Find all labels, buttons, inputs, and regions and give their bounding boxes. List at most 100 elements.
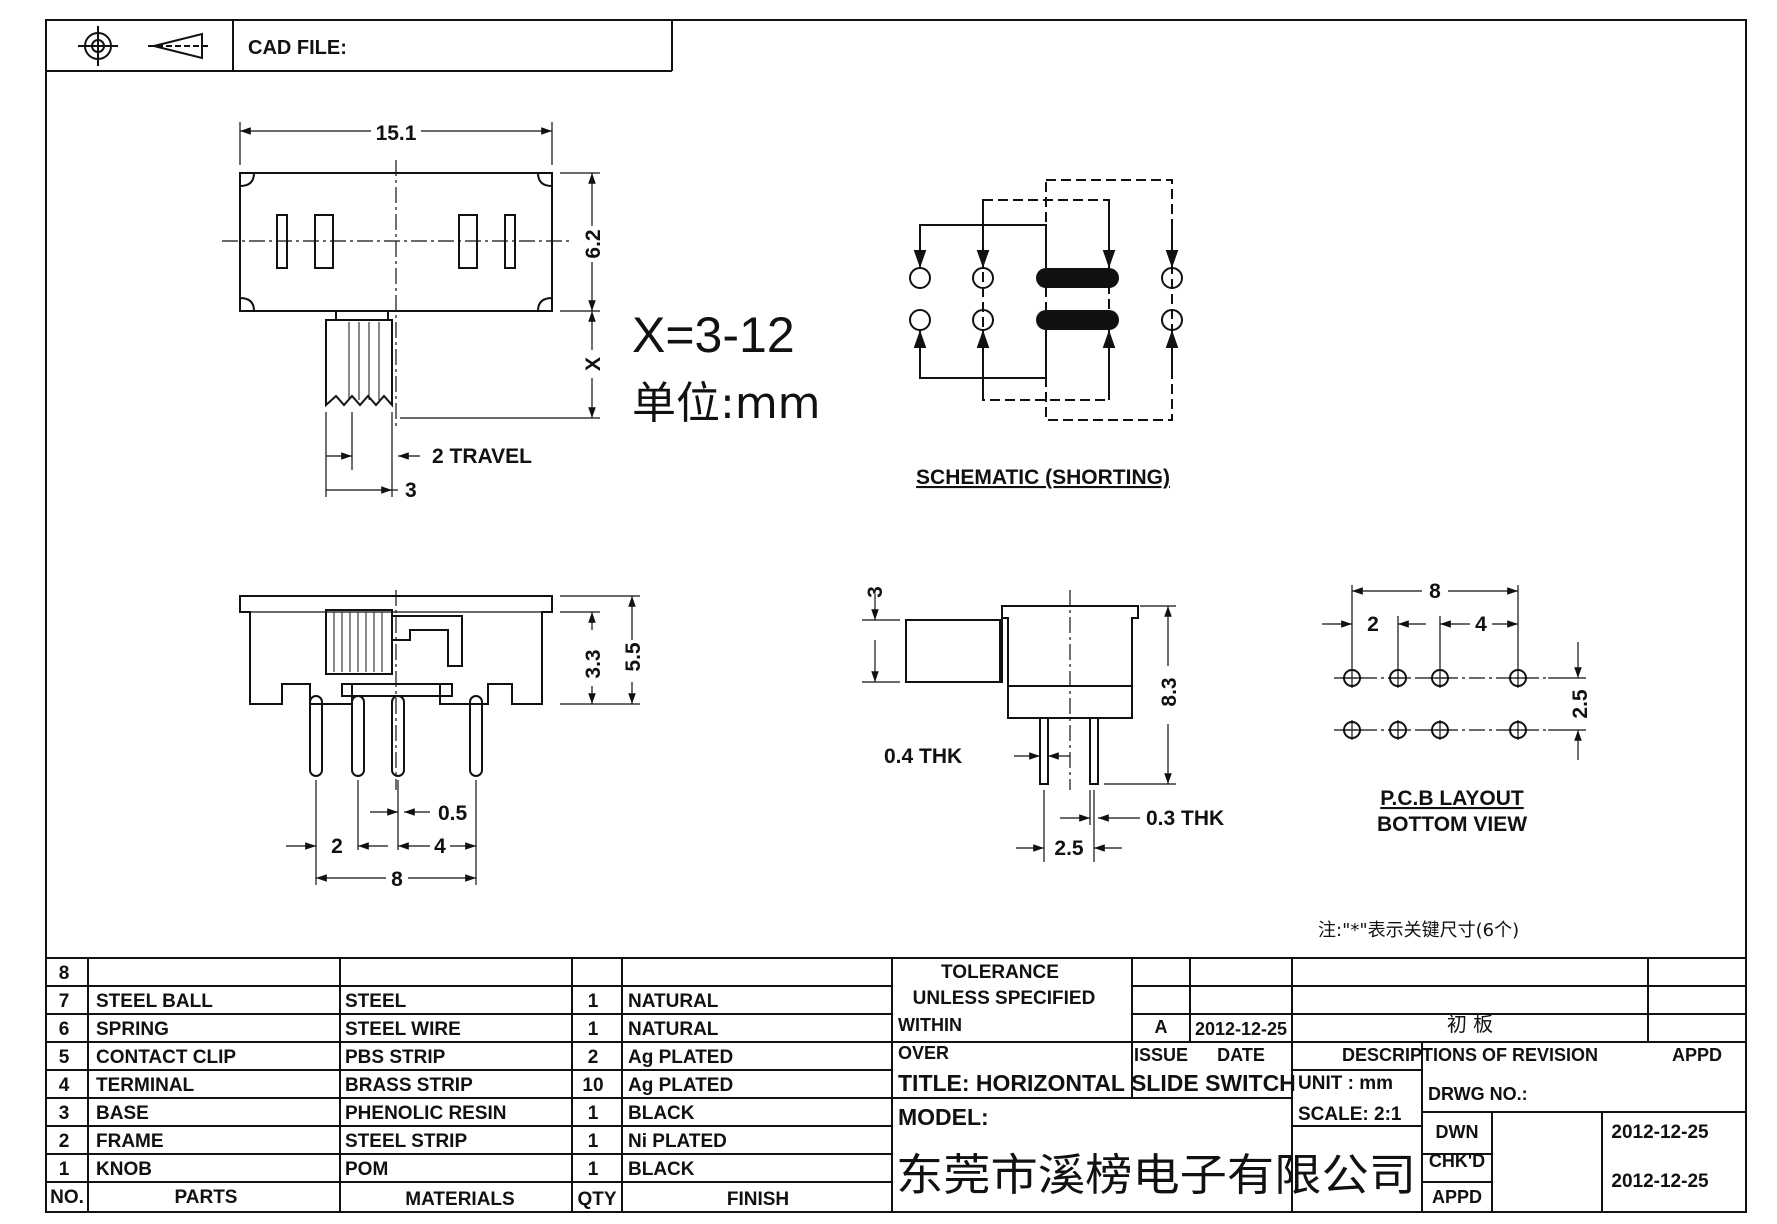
bom-no: 2: [59, 1131, 70, 1152]
chkd-date: 2012-12-25: [1611, 1171, 1709, 1192]
bom-part: SPRING: [96, 1019, 169, 1040]
bom-material: BRASS STRIP: [345, 1075, 473, 1096]
pcb-row-label: 2.5: [1569, 689, 1592, 719]
dim-pin-thk-label: 0.3 THK: [1146, 807, 1224, 830]
bom-material: PHENOLIC RESIN: [345, 1103, 507, 1124]
bom-finish: Ag PLATED: [628, 1047, 733, 1068]
pcb-layout: [1322, 585, 1586, 760]
bom-finish: NATURAL: [628, 1019, 719, 1040]
col-no: NO.: [50, 1187, 84, 1208]
bom-no: 8: [59, 963, 70, 984]
top-view: [222, 122, 600, 497]
bom-qty: 2: [588, 1047, 599, 1068]
pcb-dim-b-label: 4: [1475, 613, 1487, 636]
bom-finish: Ag PLATED: [628, 1075, 733, 1096]
dim-side-height-label: 8.3: [1158, 677, 1181, 706]
dim-pin-width-label: 0.5: [438, 802, 468, 825]
bom-no: 1: [59, 1159, 70, 1180]
dim-body-height-label: 3.3: [582, 649, 605, 678]
company-name: 东莞市溪榜电子有限公司: [896, 1150, 1416, 1201]
table-row: 2 FRAME STEEL STRIP 1 Ni PLATED: [59, 1131, 727, 1152]
bom-part: TERMINAL: [96, 1075, 195, 1096]
table-row: 4 TERMINAL BRASS STRIP 10 Ag PLATED: [59, 1075, 733, 1096]
issue-value: A: [1155, 1017, 1168, 1037]
drwg-no-label: DRWG NO.:: [1428, 1084, 1528, 1104]
pcb-span-label: 8: [1429, 580, 1441, 603]
bom-no: 4: [59, 1075, 70, 1096]
unit-note-label: 单位:mm: [632, 378, 821, 429]
projection-symbol-icon: [78, 26, 210, 66]
key-dimension-note: 注:"*"表示关键尺寸(6个): [1318, 920, 1519, 941]
appd-sign-label: APPD: [1432, 1187, 1482, 1207]
table-row: 3 BASE PHENOLIC RESIN 1 BLACK: [59, 1103, 695, 1124]
pcb-title: P.C.B LAYOUT: [1380, 787, 1524, 810]
bom-finish: NATURAL: [628, 991, 719, 1012]
tolerance-line1: TOLERANCE: [941, 962, 1059, 983]
bom-finish: Ni PLATED: [628, 1131, 727, 1152]
bom-material: PBS STRIP: [345, 1047, 446, 1068]
bom-part: BASE: [96, 1103, 149, 1124]
issue-label: ISSUE: [1134, 1045, 1188, 1065]
date-value: 2012-12-25: [1195, 1019, 1287, 1039]
schematic-diagram: [909, 179, 1183, 421]
col-finish: FINISH: [727, 1189, 789, 1210]
dim-total-height-label: 5.5: [622, 642, 645, 672]
bom-no: 5: [59, 1047, 70, 1068]
table-row: 5 CONTACT CLIP PBS STRIP 2 Ag PLATED: [59, 1047, 733, 1068]
bom-no: 6: [59, 1019, 70, 1040]
dim-frame-thk-label: 0.4 THK: [884, 745, 962, 768]
bom-qty: 1: [588, 1019, 599, 1040]
scale-label: SCALE: 2:1: [1298, 1104, 1402, 1125]
bom-part: KNOB: [96, 1159, 152, 1180]
dim-pitch-b-label: 4: [434, 835, 446, 858]
table-header-row: NO. PARTS MATERIALS QTY FINISH: [50, 1187, 789, 1210]
bom-qty: 1: [588, 991, 599, 1012]
side-view: [862, 590, 1176, 862]
dim-pin-spacing-label: 2.5: [1054, 837, 1084, 860]
table-row: 7 STEEL BALL STEEL 1 NATURAL: [59, 991, 719, 1012]
bom-material: STEEL STRIP: [345, 1131, 467, 1152]
col-qty: QTY: [577, 1189, 616, 1210]
within-label: WITHIN: [898, 1015, 962, 1035]
bom-no: 3: [59, 1103, 70, 1124]
bom-qty: 10: [582, 1075, 603, 1096]
table-row: 1 KNOB POM 1 BLACK: [59, 1159, 695, 1180]
table-row: 6 SPRING STEEL WIRE 1 NATURAL: [59, 1019, 719, 1040]
cad-file-label: CAD FILE:: [248, 37, 347, 59]
over-label: OVER: [898, 1043, 949, 1063]
bom-part: CONTACT CLIP: [96, 1047, 236, 1068]
dim-span-label: 8: [391, 868, 403, 891]
bom-finish: BLACK: [628, 1103, 695, 1124]
dim-side-knob-label: 3: [864, 586, 887, 598]
schematic-title: SCHEMATIC (SHORTING): [916, 466, 1170, 489]
col-parts: PARTS: [175, 1187, 238, 1208]
dim-knob-width-label: 3: [405, 479, 417, 502]
bom-rows: 8 7 STEEL BALL STEEL 1 NATURAL 6 SPRING …: [50, 963, 789, 1210]
appd-label: APPD: [1672, 1045, 1722, 1065]
tolerance-line2: UNLESS SPECIFIED: [913, 988, 1096, 1009]
col-materials: MATERIALS: [405, 1189, 514, 1210]
bom-material: STEEL: [345, 991, 407, 1012]
revision-description: 初 板: [1447, 1012, 1493, 1036]
drawing-title: TITLE: HORIZONTAL SLIDE SWITCH: [898, 1070, 1296, 1096]
bom-qty: 1: [588, 1103, 599, 1124]
dim-travel-label: 2 TRAVEL: [432, 445, 532, 468]
front-view: [239, 590, 640, 885]
bom-qty: 1: [588, 1159, 599, 1180]
chkd-label: CHK'D: [1429, 1151, 1485, 1171]
date-label: DATE: [1217, 1045, 1265, 1065]
bom-material: POM: [345, 1159, 388, 1180]
dwn-date: 2012-12-25: [1611, 1122, 1709, 1143]
dim-height-label: 6.2: [582, 229, 605, 258]
unit-label: UNIT : mm: [1298, 1073, 1393, 1094]
dim-knob-label: X: [582, 357, 605, 371]
model-label: MODEL:: [898, 1104, 989, 1130]
title-block-grid: [892, 958, 1746, 1212]
pcb-dim-a-label: 2: [1367, 613, 1379, 636]
dim-length-label: 15.1: [376, 122, 417, 145]
bom-finish: BLACK: [628, 1159, 695, 1180]
bom-material: STEEL WIRE: [345, 1019, 461, 1040]
table-row: 8: [59, 963, 70, 984]
bom-part: STEEL BALL: [96, 991, 213, 1012]
